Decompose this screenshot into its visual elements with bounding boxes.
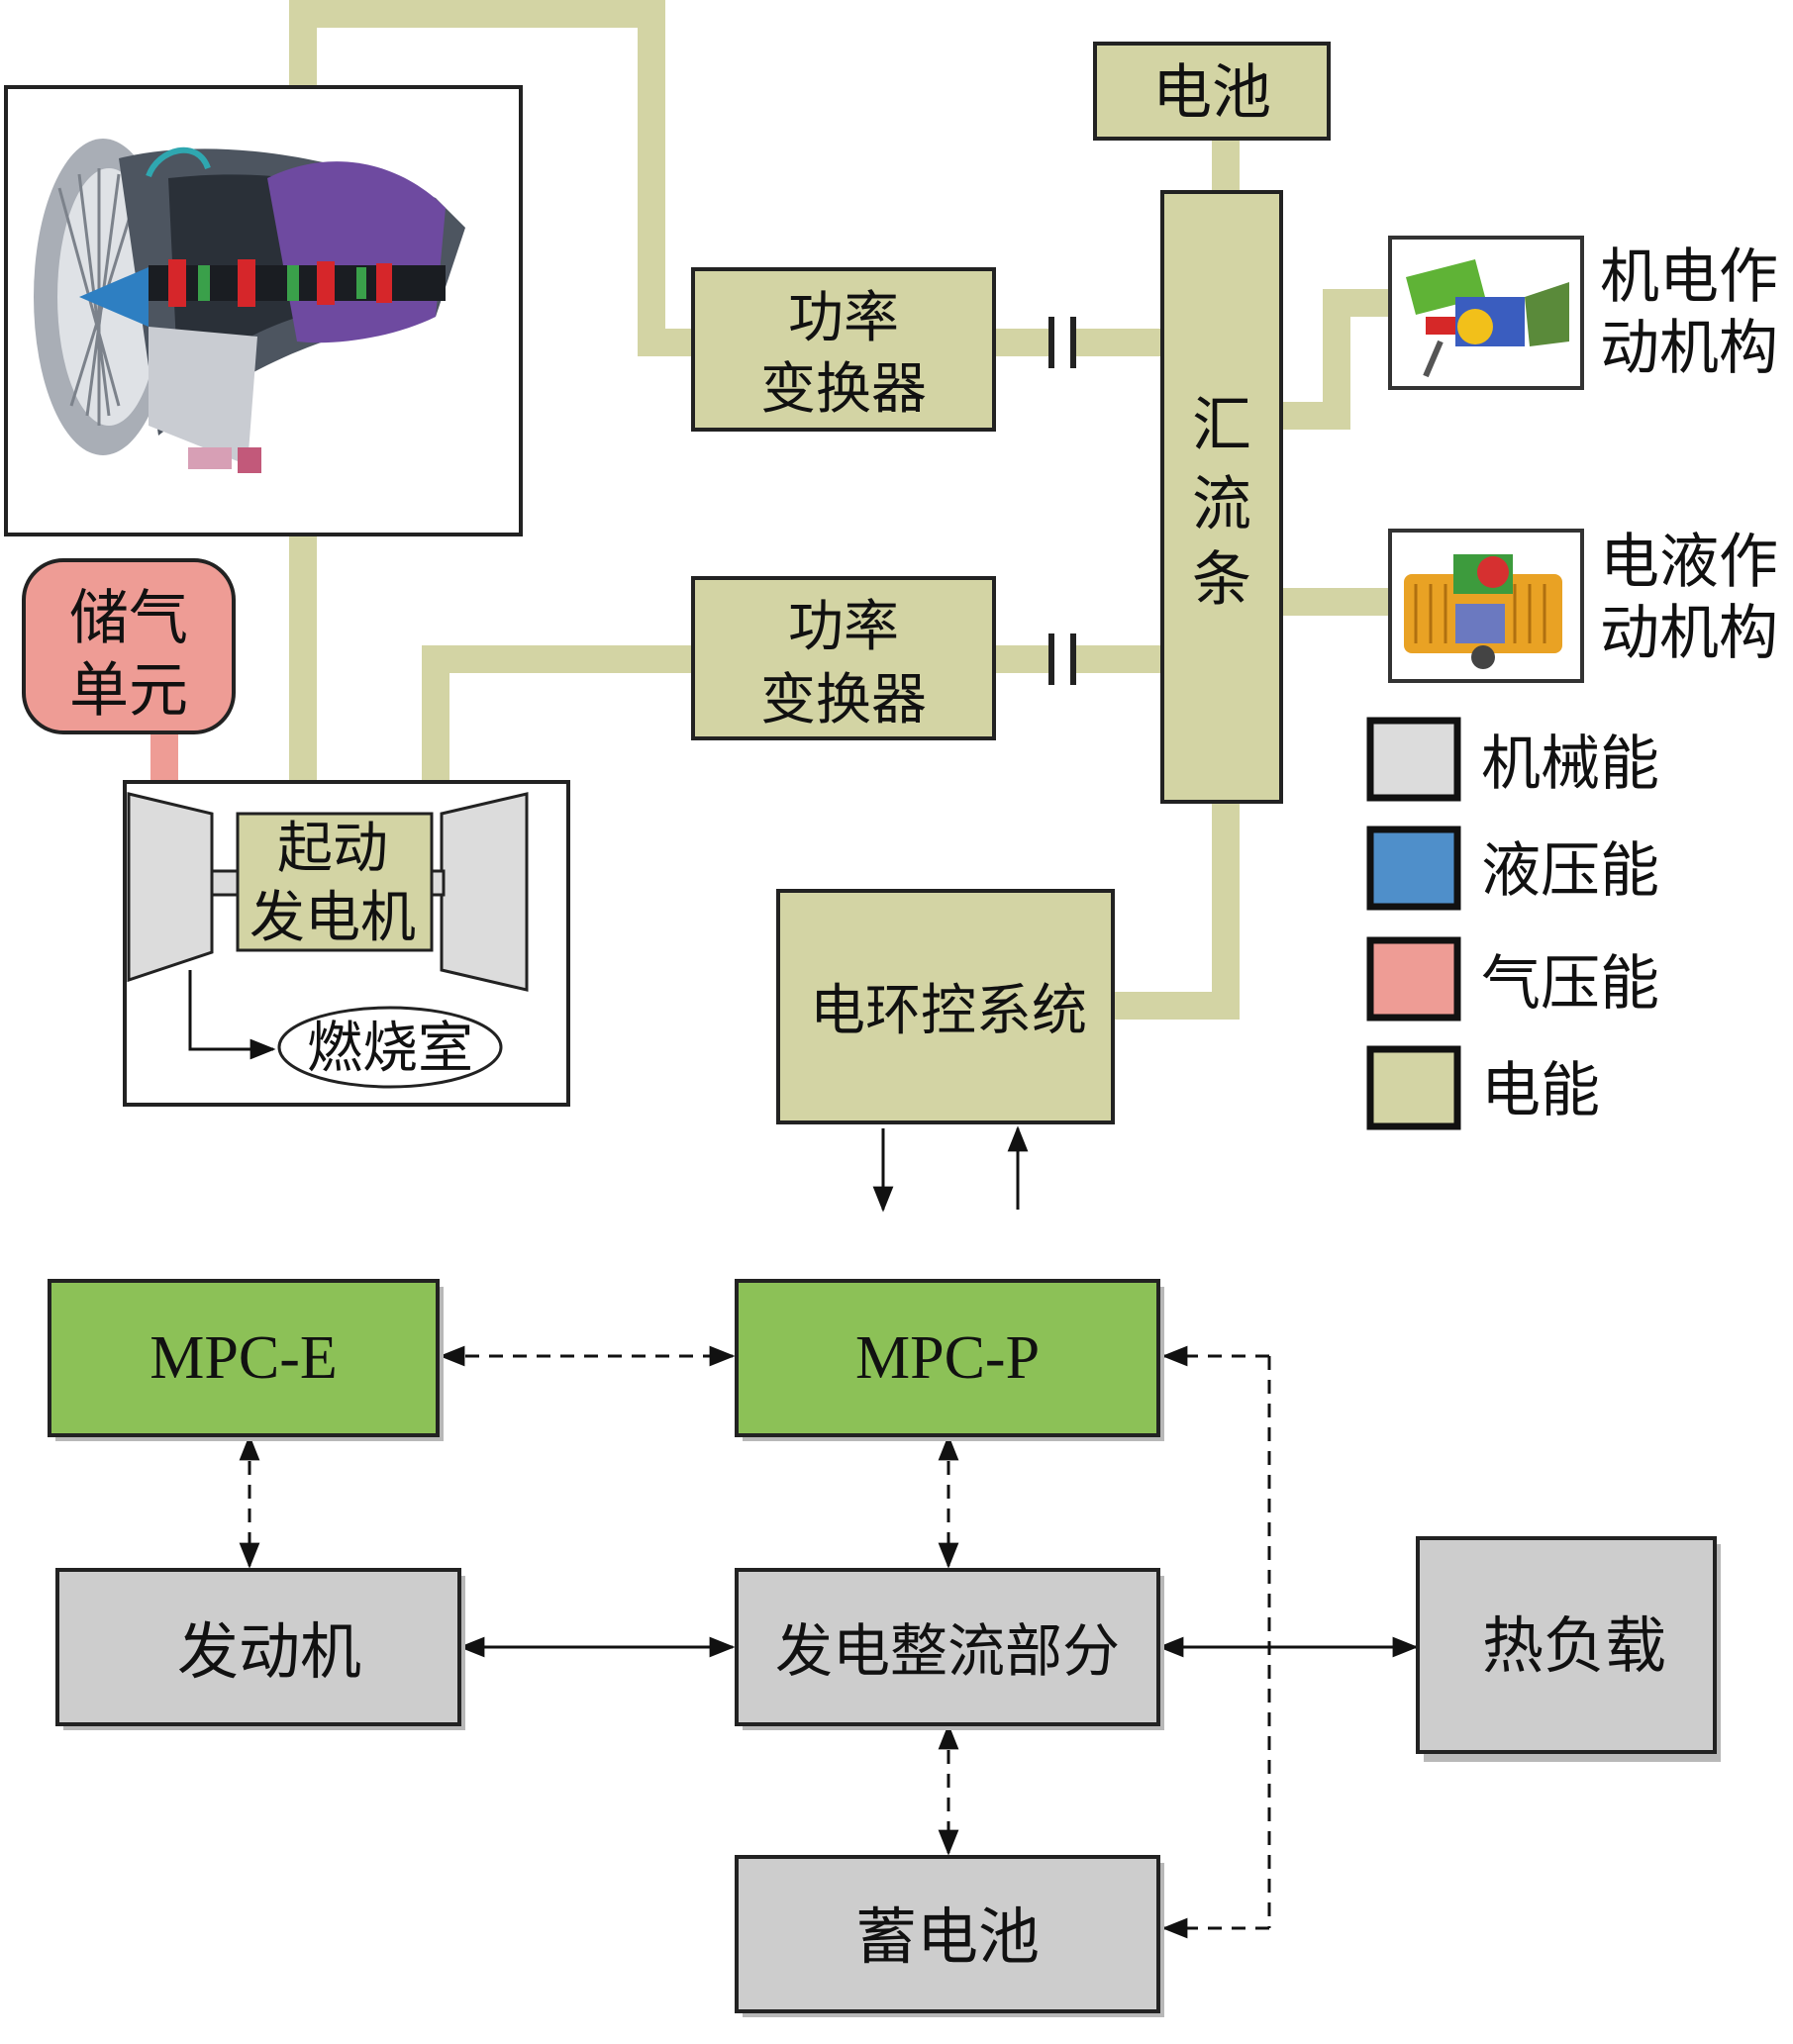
bus-bar-box xyxy=(1160,190,1283,804)
legend-label-hydraulic: 液压能 xyxy=(1481,836,1659,906)
power-converter-2-box xyxy=(691,576,996,740)
combustor-ellipse xyxy=(277,1006,503,1089)
engine-box xyxy=(55,1568,461,1726)
legend-swatch-mechanical xyxy=(1366,717,1461,802)
electrohydraulic-actuator-icon xyxy=(1404,554,1562,669)
electric-power-lines xyxy=(289,0,1390,1020)
mpc-e-label: MPC-E xyxy=(149,1324,337,1392)
bottom-connections xyxy=(239,1345,1419,1939)
bus-bar-char1: 汇 xyxy=(1192,391,1251,460)
bus-bar-char2: 流 xyxy=(1192,470,1251,539)
storage-battery-box xyxy=(735,1855,1160,2013)
combustor-label: 燃烧室 xyxy=(307,1017,473,1081)
ecs-label: 电环控系统 xyxy=(810,979,1087,1043)
battery-box xyxy=(1093,42,1331,141)
generator-rectifier-box xyxy=(735,1568,1160,1726)
eha-label-line1: 电液作 xyxy=(1600,528,1778,597)
mpc-e-box xyxy=(48,1279,440,1437)
line-starter-to-converter2 xyxy=(422,645,693,782)
legend-swatch-pneumatic xyxy=(1366,936,1461,1022)
legend-label-pneumatic: 气压能 xyxy=(1481,949,1659,1019)
ema-label-line2: 动机构 xyxy=(1600,314,1778,383)
legend-swatch-hydraulic xyxy=(1366,826,1461,911)
starter-generator-box xyxy=(236,812,434,952)
shaft-left xyxy=(210,869,242,897)
storage-unit-label-line2: 单元 xyxy=(69,656,188,726)
power-converter-2-line1: 功率 xyxy=(788,595,899,659)
line-engine-to-converter1 xyxy=(289,0,693,356)
arrow-to-combustor xyxy=(188,970,276,1060)
bus-bar-char3: 条 xyxy=(1192,545,1251,615)
starter-generator-label-line2: 发电机 xyxy=(249,886,416,950)
legend-label-mechanical: 机械能 xyxy=(1481,730,1659,799)
power-converter-2-line2: 变换器 xyxy=(760,668,927,732)
eha-label-line2: 动机构 xyxy=(1600,599,1778,668)
heat-load-box xyxy=(1416,1536,1717,1754)
capacitor-symbols xyxy=(1048,317,1076,685)
ema-label-line1: 机电作 xyxy=(1600,243,1778,312)
ecs-box xyxy=(776,889,1115,1124)
legend-label-electric: 电能 xyxy=(1481,1056,1600,1125)
generator-rectifier-label: 发电整流部分 xyxy=(775,1617,1120,1685)
storage-unit-box xyxy=(22,558,236,734)
battery-label: 电池 xyxy=(1152,58,1271,128)
power-converter-1-line1: 功率 xyxy=(788,286,899,350)
line-bus-to-ecs xyxy=(1113,802,1240,1020)
turbofan-engine-cutaway-icon xyxy=(34,139,465,473)
power-converter-1-line2: 变换器 xyxy=(760,357,927,422)
legend: 机械能 液压能 气压能 电能 xyxy=(1366,717,1659,1130)
heat-load-label: 热负载 xyxy=(1482,1609,1666,1682)
mpc-p-label: MPC-P xyxy=(855,1324,1040,1392)
electromechanical-actuator-icon xyxy=(1406,259,1569,378)
turbine-shape xyxy=(440,792,529,992)
engine-label: 发动机 xyxy=(177,1615,361,1688)
compressor-shape xyxy=(127,792,214,983)
power-converter-1-box xyxy=(691,267,996,432)
starter-generator-label-line1: 起动 xyxy=(277,817,388,881)
storage-battery-label: 蓄电池 xyxy=(855,1900,1040,1973)
line-bus-to-ema xyxy=(1281,289,1390,430)
mpc-p-box xyxy=(735,1279,1160,1437)
legend-swatch-electric xyxy=(1366,1045,1461,1130)
storage-unit-label-line1: 储气 xyxy=(69,584,188,653)
